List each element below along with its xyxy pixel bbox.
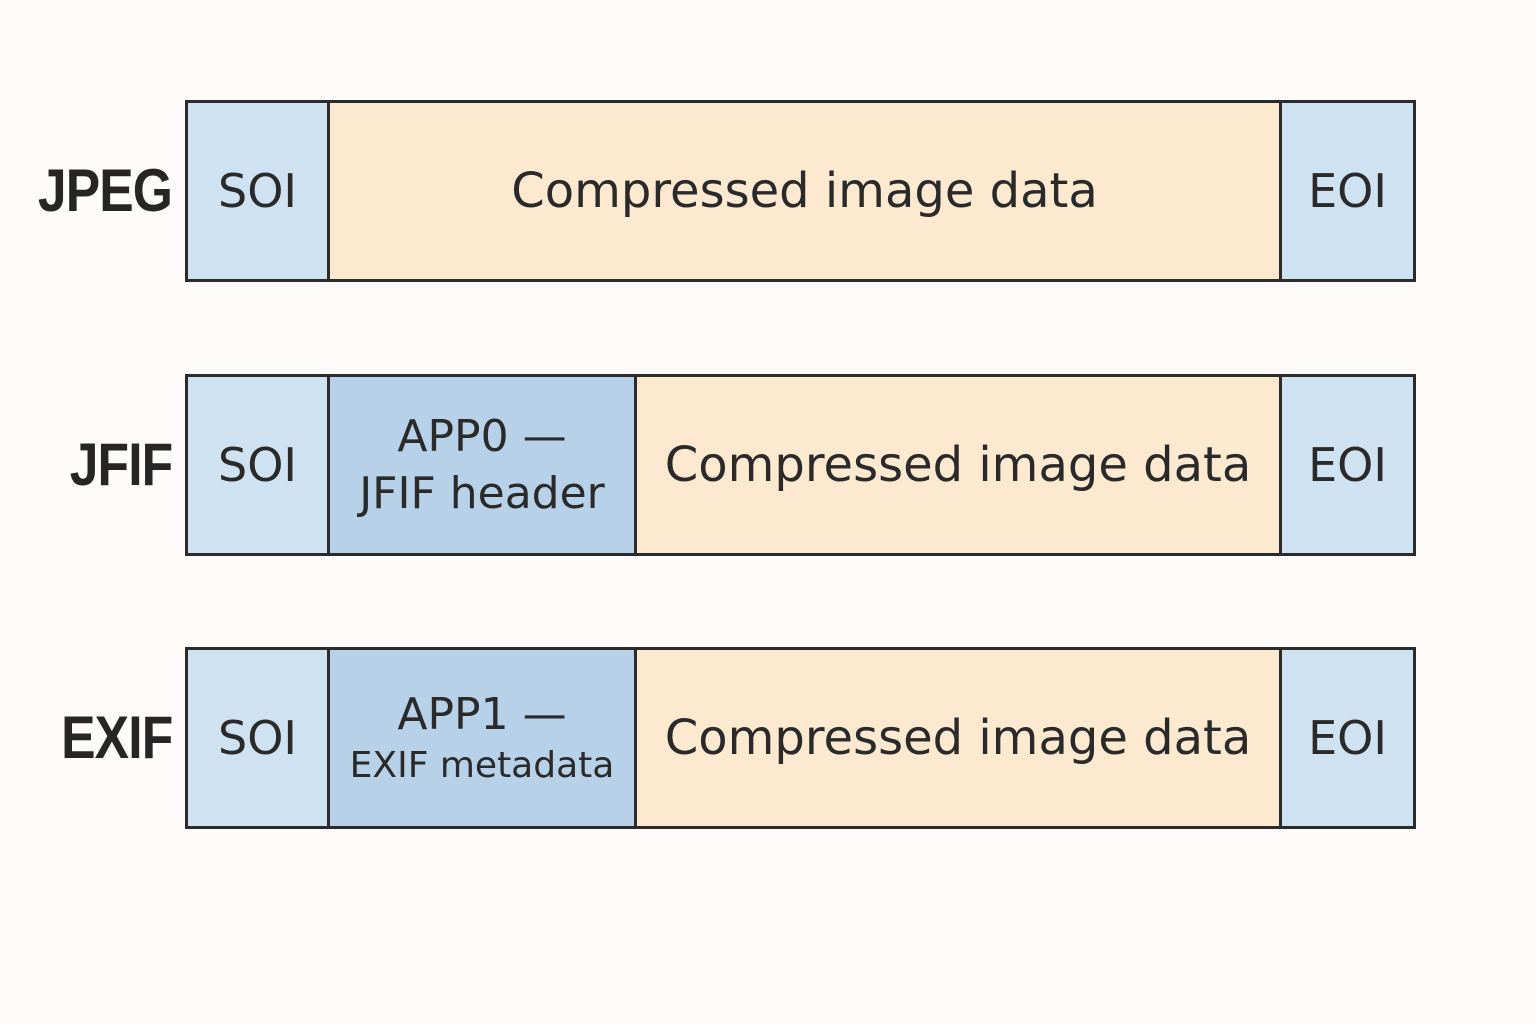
eoi-segment: EOI — [1279, 103, 1413, 279]
app0-title: APP0 — — [397, 410, 567, 462]
jfif-structure: SOI APP0 — JFIF header Compressed image … — [185, 374, 1416, 556]
exif-structure: SOI APP1 — EXIF metadata Compressed imag… — [185, 647, 1416, 829]
soi-segment: SOI — [188, 103, 327, 279]
compressed-data-segment: Compressed image data — [634, 377, 1279, 553]
row-label-jpeg: JPEG — [37, 157, 173, 224]
row-label-exif: EXIF — [60, 704, 173, 771]
app1-title: APP1 — — [397, 689, 567, 740]
soi-segment: SOI — [188, 650, 327, 826]
soi-segment: SOI — [188, 377, 327, 553]
jpeg-structure: SOI Compressed image data EOI — [185, 100, 1416, 282]
app0-subtitle: JFIF header — [359, 468, 605, 519]
jfif-row: JFIF SOI APP0 — JFIF header Compressed i… — [0, 374, 1536, 556]
app0-segment: APP0 — JFIF header — [327, 377, 634, 553]
app1-segment: APP1 — EXIF metadata — [327, 650, 634, 826]
eoi-segment: EOI — [1279, 377, 1413, 553]
jpeg-row: JPEG SOI Compressed image data EOI — [0, 100, 1536, 282]
app1-subtitle: EXIF metadata — [349, 745, 615, 787]
exif-row: EXIF SOI APP1 — EXIF metadata Compressed… — [0, 647, 1536, 829]
row-label-jfif: JFIF — [69, 431, 172, 498]
eoi-segment: EOI — [1279, 650, 1413, 826]
compressed-data-segment: Compressed image data — [327, 103, 1279, 279]
compressed-data-segment: Compressed image data — [634, 650, 1279, 826]
